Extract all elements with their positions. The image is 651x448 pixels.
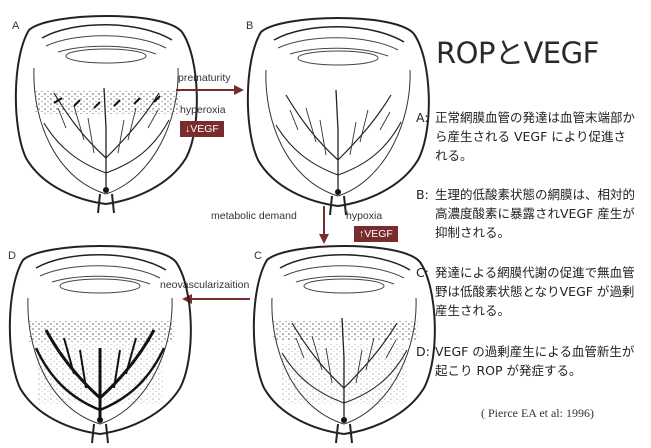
note-b-text: 生理的低酸素状態の網膜は、相対的高濃度酸素に暴露されVEGF 産生が抑制される。: [435, 185, 635, 242]
note-a-key: A:: [416, 108, 433, 127]
citation: ( Pierce EA et al: 1996): [481, 406, 594, 421]
eye-diagram-c: [252, 238, 442, 448]
arrow-label-prematurity: prematurity: [178, 72, 231, 84]
note-b: B: 生理的低酸素状態の網膜は、相対的高濃度酸素に暴露されVEGF 産生が抑制さ…: [416, 185, 641, 245]
note-c: C: 発達による網膜代謝の促進で無血管野は低酸素状態となりVEGF が過剰産生さ…: [416, 263, 641, 323]
eye-diagram-b: [246, 10, 436, 220]
note-a-text: 正常網膜血管の発達は血管末端部から産生される VEGF により促進される。: [435, 108, 635, 165]
arrow-sub-hypoxia: hypoxia: [346, 210, 382, 222]
note-c-key: C:: [416, 263, 433, 282]
eye-diagram-a: [14, 8, 204, 218]
page-title: ROPとVEGF: [436, 30, 599, 72]
note-d: D: VEGF の過剰産生による血管新生が起こり ROP が発症する。: [416, 342, 641, 384]
note-a: A: 正常網膜血管の発達は血管末端部から産生される VEGF により促進される。: [416, 108, 641, 168]
arrow-sub-hyperoxia: hyperoxia: [180, 104, 226, 116]
arrow-a-to-b: [176, 84, 246, 96]
note-d-key: D:: [416, 342, 433, 361]
vegf-down-badge: ↓VEGF: [180, 121, 224, 137]
note-c-text: 発達による網膜代謝の促進で無血管野は低酸素状態となりVEGF が過剰産生される。: [435, 263, 635, 320]
arrow-label-metabolic-demand: metabolic demand: [211, 210, 297, 222]
note-d-text: VEGF の過剰産生による血管新生が起こり ROP が発症する。: [435, 342, 635, 380]
eye-diagram-d: [8, 238, 198, 448]
note-b-key: B:: [416, 185, 433, 204]
